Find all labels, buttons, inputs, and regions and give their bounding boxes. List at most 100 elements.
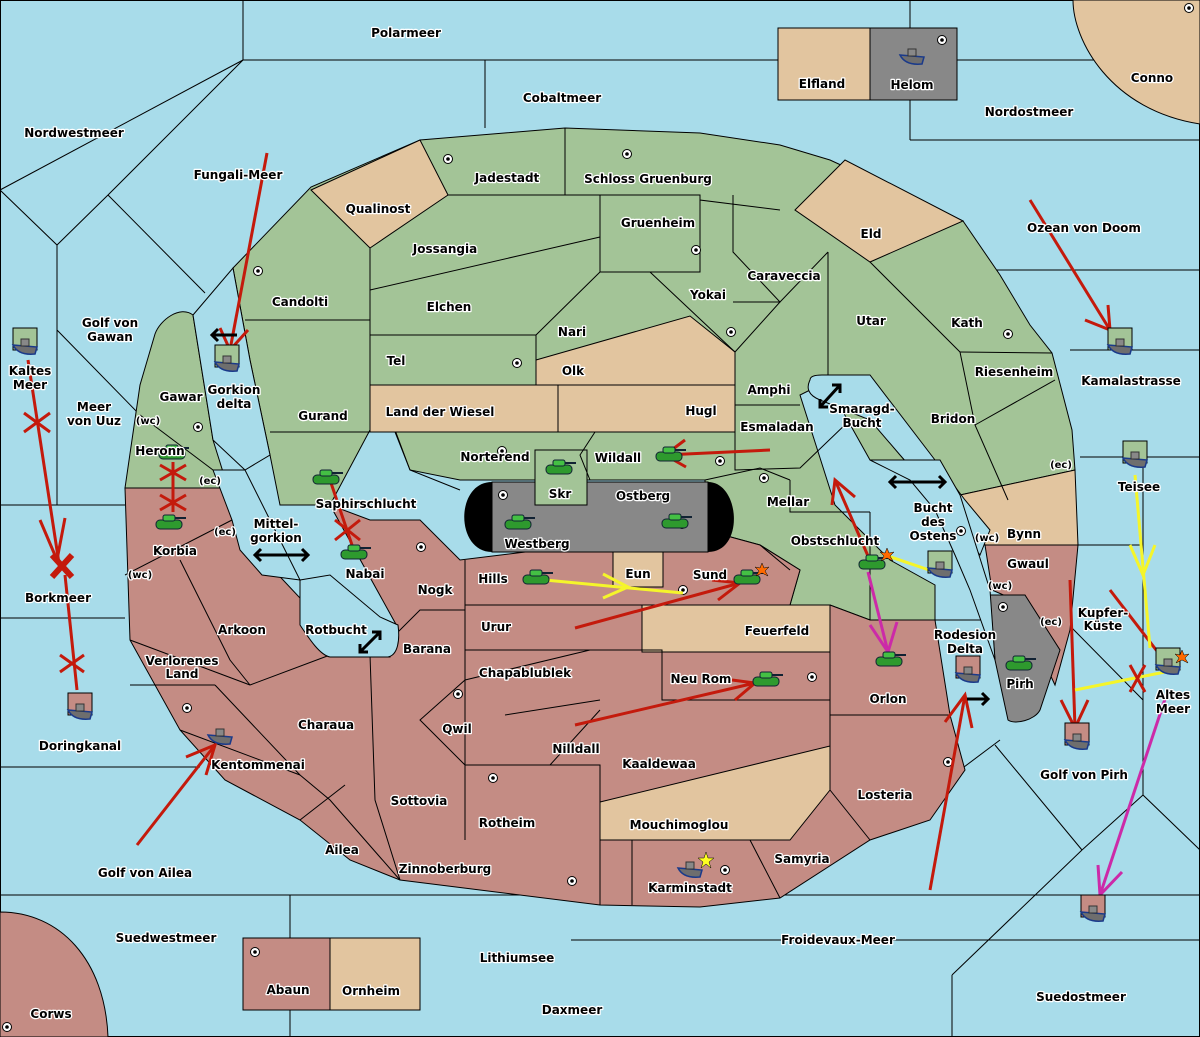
support-arrow — [1074, 670, 1166, 692]
canal-arrow-head — [980, 691, 991, 707]
fleet-icon[interactable] — [206, 728, 233, 745]
explosion-icon — [879, 547, 895, 562]
label-yokai: Yokai — [689, 288, 726, 302]
label-hills: Hills — [478, 572, 508, 586]
army-icon[interactable] — [545, 459, 576, 475]
coast-label: (wc) — [988, 581, 1012, 592]
canal-arrow-head — [252, 547, 263, 563]
label-suedostmeer: Suedostmeer — [1036, 990, 1126, 1004]
army-icon[interactable] — [522, 569, 553, 585]
label-utar: Utar — [856, 314, 886, 328]
army-icon[interactable] — [655, 446, 686, 462]
move-arrow — [664, 448, 771, 457]
army-icon[interactable] — [1005, 655, 1036, 671]
cross-icon — [23, 411, 51, 434]
fleet-icon[interactable] — [1063, 722, 1090, 750]
army-icon[interactable] — [312, 469, 343, 485]
canal-arrow-head — [887, 474, 898, 490]
supply-center-icon — [453, 689, 463, 699]
label-verlorenes-1: Verlorenes — [146, 654, 219, 668]
label-bynn: Bynn — [1007, 527, 1041, 541]
fleet-icon[interactable] — [926, 550, 953, 578]
canal-arrow-head — [209, 327, 220, 343]
label-nilldall: Nilldall — [552, 742, 599, 756]
canal-arrow-head — [832, 383, 842, 393]
move-arrow — [135, 744, 217, 846]
supply-center-icon — [720, 865, 730, 875]
label-ornheim: Ornheim — [342, 984, 400, 998]
labels: Polarmeer Cobaltmeer Nordwestmeer Fungal… — [7, 25, 1191, 1023]
region-ornheim[interactable] — [329, 937, 421, 1011]
supply-center-icon — [416, 542, 426, 552]
fleet-icon[interactable] — [11, 327, 38, 355]
support-arrows — [544, 474, 1166, 692]
supply-center-icon — [956, 526, 966, 536]
label-olk: Olk — [562, 364, 585, 378]
region-mittelgorkion[interactable] — [212, 469, 301, 581]
label-rodesion-1: Rodesion — [934, 628, 996, 642]
supply-center-icon — [715, 456, 725, 466]
label-golf-gawan-2: Gawan — [87, 330, 133, 344]
army-icon[interactable] — [875, 651, 906, 667]
label-feuerfeld: Feuerfeld — [745, 624, 810, 638]
cross-icon — [159, 463, 187, 482]
label-verlorenes-2: Land — [166, 667, 199, 681]
label-gawar: Gawar — [159, 390, 202, 404]
label-wildall: Wildall — [595, 451, 641, 465]
label-golf-ailea: Golf von Ailea — [98, 866, 192, 880]
supply-center-icon — [2, 1022, 12, 1032]
fleet-icon[interactable] — [898, 48, 925, 65]
coast-label: (wc) — [975, 533, 999, 544]
label-gruenheim: Gruenheim — [621, 216, 695, 230]
fleet-icon[interactable] — [1121, 440, 1148, 468]
fleet-icon[interactable] — [1106, 327, 1133, 355]
move-arrow — [228, 152, 269, 351]
supply-center-icon — [488, 773, 498, 783]
army-icon[interactable] — [733, 562, 770, 585]
cross-icon — [334, 518, 361, 542]
label-daxmeer: Daxmeer — [542, 1003, 603, 1017]
fleet-icon[interactable] — [1079, 894, 1106, 922]
region-corws[interactable] — [0, 911, 109, 1037]
move-arrow — [63, 574, 79, 691]
label-sottovia: Sottovia — [391, 794, 448, 808]
army-icon[interactable] — [155, 514, 186, 530]
supply-center-icon — [998, 602, 1008, 612]
support-arrow — [884, 553, 936, 574]
fleet-icon[interactable] — [676, 861, 703, 878]
convoy-arrow — [866, 571, 890, 653]
canal-arrow — [818, 383, 842, 409]
fleet-icon[interactable] — [1154, 647, 1190, 675]
supply-center-icon — [691, 245, 701, 255]
label-schloss: Schloss Gruenburg — [584, 172, 712, 186]
region-eld[interactable] — [794, 159, 965, 263]
fleet-icon[interactable] — [213, 344, 240, 372]
label-nabai: Nabai — [346, 567, 385, 581]
label-mouchimoglou: Mouchimoglou — [630, 818, 729, 832]
army-icon[interactable] — [752, 671, 783, 687]
army-icon[interactable] — [340, 544, 371, 560]
fleet-icon[interactable] — [954, 655, 981, 683]
convoy-arrow — [1098, 689, 1170, 896]
region-elfland[interactable] — [777, 27, 871, 101]
label-rotbucht: Rotbucht — [305, 623, 367, 637]
label-nordwestmeer: Nordwestmeer — [24, 126, 124, 140]
army-icon[interactable] — [858, 547, 895, 570]
army-icon[interactable] — [661, 513, 692, 529]
label-altes-2: Meer — [1156, 702, 1190, 716]
region-skr[interactable] — [534, 449, 588, 506]
region-conno[interactable] — [1072, 0, 1200, 125]
army-icon[interactable] — [158, 444, 189, 460]
label-cobaltmeer: Cobaltmeer — [523, 91, 601, 105]
label-ailea: Ailea — [325, 843, 359, 857]
label-bucht-1: Bucht — [913, 501, 952, 515]
fleet-icon[interactable] — [66, 692, 93, 720]
label-jossangia: Jossangia — [412, 242, 477, 256]
army-icon[interactable] — [504, 514, 535, 530]
label-smaragd-2: Bucht — [842, 416, 881, 430]
label-candolti: Candolti — [272, 295, 328, 309]
region-bucht-des-ostens[interactable] — [869, 459, 996, 661]
dislodged-cross-icon — [49, 552, 75, 580]
arrow-head — [943, 691, 974, 729]
supply-center-icon — [1003, 329, 1013, 339]
